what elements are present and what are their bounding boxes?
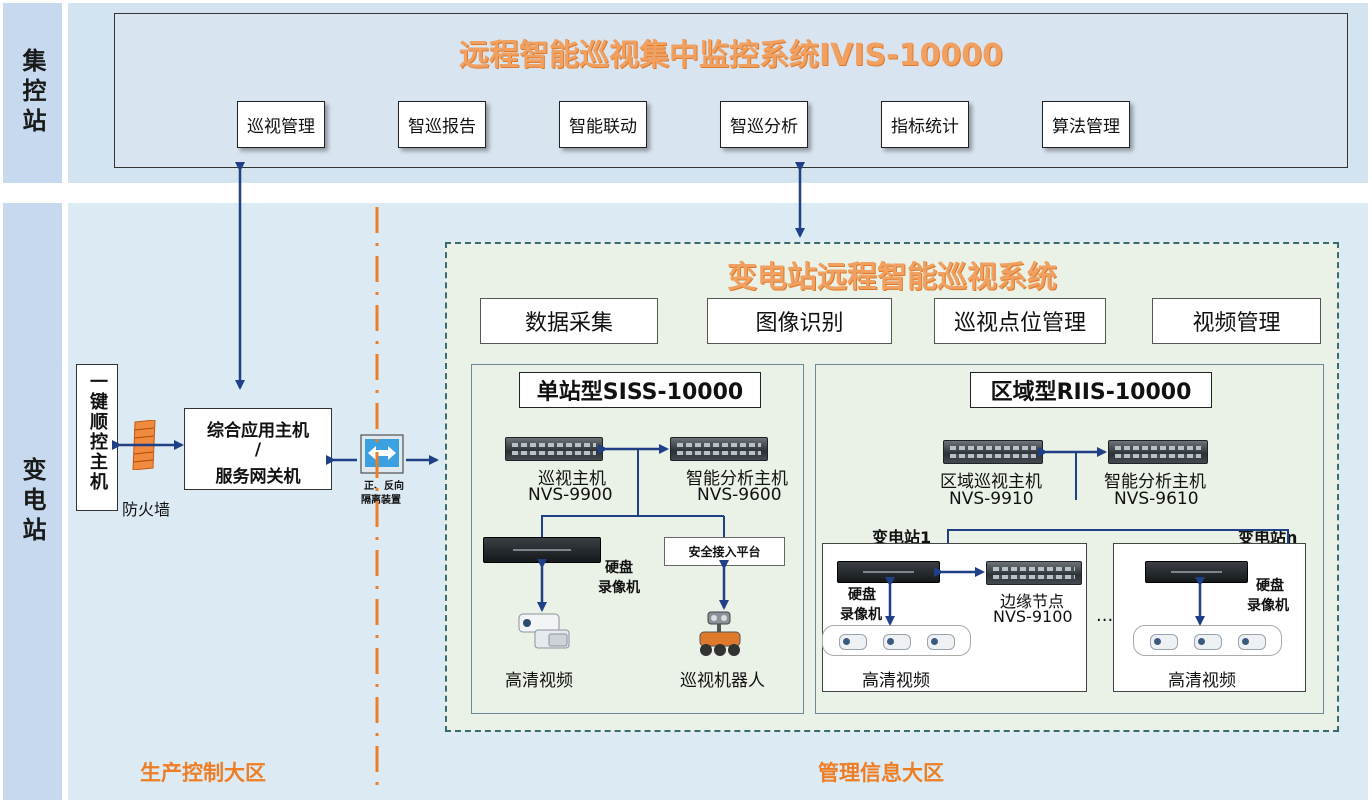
station-1-label: 变电站1 bbox=[872, 528, 932, 547]
application-host-line1: 综合应用主机 bbox=[207, 421, 309, 441]
central-station-band-left bbox=[3, 3, 62, 183]
camera-icon bbox=[1150, 634, 1178, 650]
patrol-robot-label: 巡视机器人 bbox=[680, 671, 765, 691]
regional-patrol-server-icon bbox=[943, 440, 1043, 464]
dvr-label-line2: 录像机 bbox=[598, 580, 640, 596]
module-patrol-point-management[interactable]: 巡视点位管理 bbox=[934, 298, 1106, 344]
application-host-line3: 服务网关机 bbox=[215, 467, 301, 487]
regional-analysis-host-model: NVS-9610 bbox=[1114, 489, 1199, 509]
edge-node-model: NVS-9100 bbox=[993, 607, 1073, 626]
regional-analysis-server-icon bbox=[1108, 440, 1208, 464]
station-n-dvr-icon bbox=[1145, 561, 1248, 583]
station-1-dvr-line2: 录像机 bbox=[840, 607, 882, 623]
module-algorithm-management[interactable]: 算法管理 bbox=[1042, 101, 1130, 148]
application-host-box[interactable] bbox=[184, 408, 332, 490]
module-indicator-statistics[interactable]: 指标统计 bbox=[881, 101, 969, 148]
camera-icon bbox=[839, 634, 867, 650]
zone-divider-line bbox=[375, 207, 379, 793]
patrol-host-server-icon bbox=[505, 437, 603, 461]
module-image-recognition[interactable]: 图像识别 bbox=[707, 298, 892, 344]
station-1-camera-group bbox=[822, 625, 971, 656]
production-zone-label: 生产控制大区 bbox=[140, 761, 266, 785]
camera-icon bbox=[1238, 634, 1266, 650]
module-video-management[interactable]: 视频管理 bbox=[1152, 298, 1321, 344]
hd-camera-icon bbox=[515, 608, 575, 652]
dvr-label-line1: 硬盘 bbox=[605, 560, 633, 576]
regional-patrol-host-model: NVS-9910 bbox=[949, 489, 1034, 509]
one-key-control-host[interactable] bbox=[76, 364, 118, 511]
patrol-robot-icon bbox=[694, 610, 750, 658]
station-1-dvr-icon bbox=[837, 561, 940, 583]
isolation-label-1: 正、反向 bbox=[364, 481, 404, 492]
hd-video-label: 高清视频 bbox=[505, 671, 573, 691]
patrol-host-model: NVS-9900 bbox=[528, 485, 613, 505]
central-system-title: 远程智能巡视集中监控系统IVIS-10000 bbox=[459, 38, 1003, 73]
ellipsis: ... bbox=[1096, 605, 1114, 626]
management-zone-label: 管理信息大区 bbox=[818, 761, 944, 785]
station-n-camera-group bbox=[1133, 625, 1282, 656]
camera-icon bbox=[1194, 634, 1222, 650]
single-station-title: 单站型SISS-10000 bbox=[519, 372, 761, 408]
station-1-hd-video-label: 高清视频 bbox=[862, 671, 930, 691]
module-smart-linkage[interactable]: 智能联动 bbox=[559, 101, 647, 148]
firewall-label: 防火墙 bbox=[122, 500, 171, 519]
isolation-device-icon bbox=[360, 434, 404, 474]
regional-title: 区域型RIIS-10000 bbox=[970, 372, 1212, 408]
central-station-label: 集控站 bbox=[18, 48, 46, 138]
module-data-collection[interactable]: 数据采集 bbox=[480, 298, 658, 344]
security-access-platform-label: 安全接入平台 bbox=[688, 545, 761, 559]
module-patrol-management[interactable]: 巡视管理 bbox=[237, 101, 325, 148]
regional-analysis-host-label: 智能分析主机 bbox=[1104, 472, 1206, 492]
substation-band-left bbox=[3, 203, 62, 800]
station-n-hd-video-label: 高清视频 bbox=[1168, 671, 1236, 691]
module-smart-analysis[interactable]: 智巡分析 bbox=[720, 101, 808, 148]
one-key-control-host-label: 一键顺控主机 bbox=[87, 372, 108, 492]
regional-patrol-host-label: 区域巡视主机 bbox=[940, 472, 1042, 492]
isolation-label-2: 隔离装置 bbox=[361, 495, 401, 506]
substation-label: 变电站 bbox=[18, 456, 46, 547]
camera-icon bbox=[883, 634, 911, 650]
dvr-icon bbox=[483, 537, 601, 563]
firewall-icon bbox=[131, 419, 157, 471]
station-n-dvr-line2: 录像机 bbox=[1247, 598, 1289, 614]
station-n-dvr-line1: 硬盘 bbox=[1256, 578, 1284, 594]
station-1-dvr-line1: 硬盘 bbox=[848, 587, 876, 603]
analysis-host-model: NVS-9600 bbox=[697, 485, 782, 505]
module-smart-report[interactable]: 智巡报告 bbox=[398, 101, 486, 148]
edge-node-server-icon bbox=[986, 561, 1082, 585]
substation-system-title: 变电站远程智能巡视系统 bbox=[727, 260, 1057, 295]
analysis-host-label: 智能分析主机 bbox=[686, 469, 788, 489]
edge-node-label: 边缘节点 bbox=[1000, 592, 1065, 611]
camera-icon bbox=[927, 634, 955, 650]
analysis-host-server-icon bbox=[670, 437, 768, 461]
application-host-line2: / bbox=[254, 440, 262, 460]
